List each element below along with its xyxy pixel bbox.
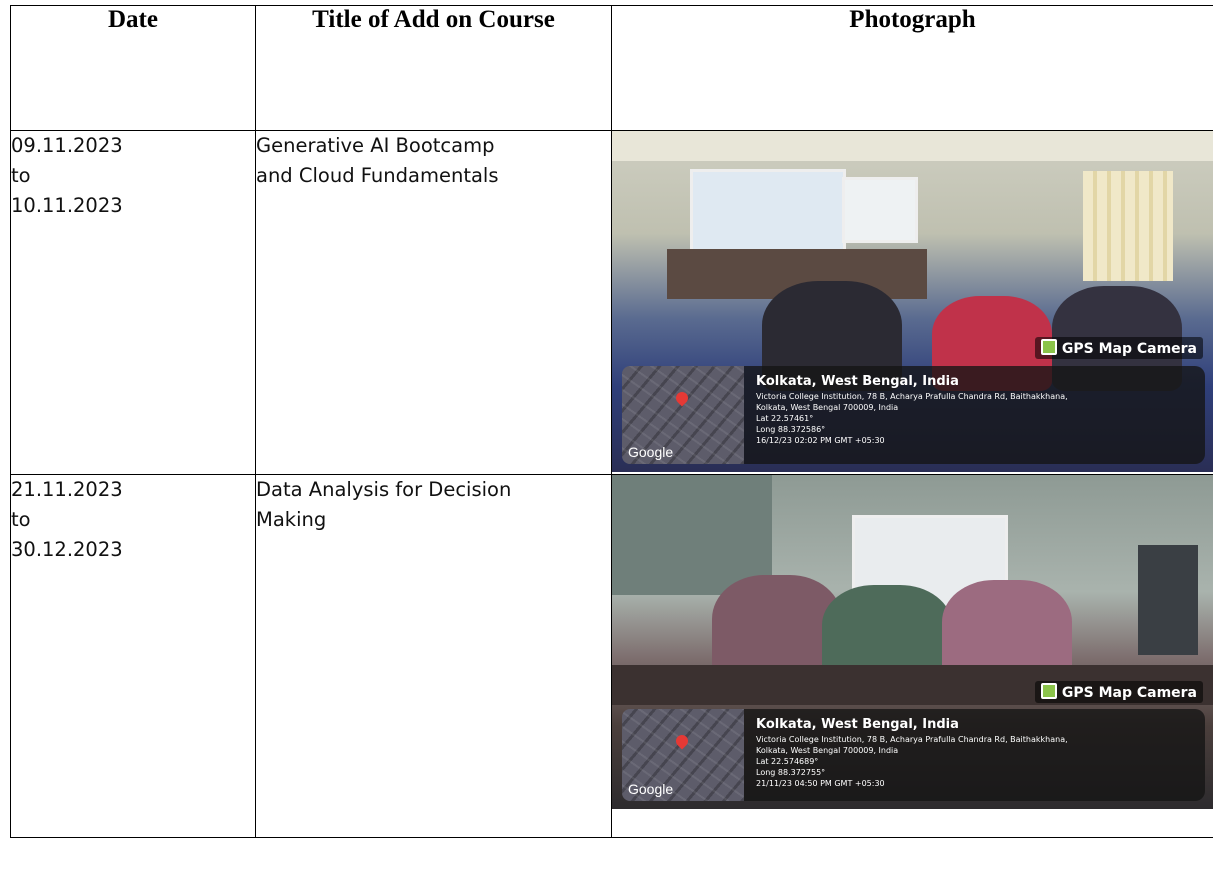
course-title-line: and Cloud Fundamentals bbox=[256, 164, 499, 187]
location-lat: Lat 22.574689° bbox=[756, 757, 819, 766]
location-address: Kolkata, West Bengal 700009, India bbox=[756, 746, 899, 755]
classroom-photograph: GPS Map Camera Google Kolkata, West Beng… bbox=[612, 131, 1213, 472]
date-end: 10.11.2023 bbox=[11, 194, 123, 217]
camera-icon bbox=[1040, 339, 1057, 355]
location-city: Kolkata, West Bengal, India bbox=[756, 717, 959, 732]
course-table: Date Title of Add on Course Photograph 0… bbox=[10, 5, 1213, 838]
gps-overlay: Google Kolkata, West Bengal, India Victo… bbox=[622, 366, 1205, 464]
table-row: 21.11.2023 to 30.12.2023 Data Analysis f… bbox=[10, 474, 1213, 838]
table-row: 09.11.2023 to 10.11.2023 Generative AI B… bbox=[10, 130, 1213, 475]
location-address: Victoria College Institution, 78 B, Acha… bbox=[756, 392, 1068, 401]
map-thumbnail: Google bbox=[622, 366, 744, 464]
header-row: Date Title of Add on Course Photograph bbox=[10, 5, 1213, 131]
photo-timestamp: 16/12/23 02:02 PM GMT +05:30 bbox=[756, 436, 885, 445]
gps-badge: GPS Map Camera bbox=[1034, 337, 1203, 359]
header-date: Date bbox=[10, 5, 256, 131]
course-title-line: Data Analysis for Decision bbox=[256, 478, 512, 501]
photo-cell: GPS Map Camera Google Kolkata, West Beng… bbox=[611, 474, 1213, 838]
title-cell: Generative AI Bootcamp and Cloud Fundame… bbox=[255, 130, 612, 475]
map-thumbnail: Google bbox=[622, 709, 744, 801]
map-google-label: Google bbox=[628, 444, 674, 460]
date-end: 30.12.2023 bbox=[11, 538, 123, 561]
location-address: Kolkata, West Bengal 700009, India bbox=[756, 403, 899, 412]
header-title: Title of Add on Course bbox=[255, 5, 612, 131]
photo-cell: GPS Map Camera Google Kolkata, West Beng… bbox=[611, 130, 1213, 475]
group-photograph: GPS Map Camera Google Kolkata, West Beng… bbox=[612, 475, 1213, 809]
photo-timestamp: 21/11/23 04:50 PM GMT +05:30 bbox=[756, 779, 885, 788]
location-lat: Lat 22.57461° bbox=[756, 414, 814, 423]
map-google-label: Google bbox=[628, 781, 674, 797]
location-address: Victoria College Institution, 78 B, Acha… bbox=[756, 735, 1068, 744]
location-long: Long 88.372755° bbox=[756, 768, 826, 777]
gps-badge-label: GPS Map Camera bbox=[1061, 341, 1197, 357]
date-start: 09.11.2023 bbox=[11, 134, 123, 157]
map-pin-icon bbox=[673, 732, 691, 750]
course-title-line: Making bbox=[256, 508, 327, 531]
location-long: Long 88.372586° bbox=[756, 425, 826, 434]
date-cell: 21.11.2023 to 30.12.2023 bbox=[10, 474, 256, 838]
gps-badge-label: GPS Map Camera bbox=[1061, 685, 1197, 701]
title-cell: Data Analysis for Decision Making bbox=[255, 474, 612, 838]
camera-icon bbox=[1040, 683, 1057, 699]
header-photograph: Photograph bbox=[611, 5, 1213, 131]
date-start: 21.11.2023 bbox=[11, 478, 123, 501]
date-cell: 09.11.2023 to 10.11.2023 bbox=[10, 130, 256, 475]
gps-overlay: Google Kolkata, West Bengal, India Victo… bbox=[622, 709, 1205, 801]
date-to: to bbox=[11, 508, 31, 531]
location-city: Kolkata, West Bengal, India bbox=[756, 374, 959, 389]
course-title-line: Generative AI Bootcamp bbox=[256, 134, 495, 157]
gps-badge: GPS Map Camera bbox=[1034, 681, 1203, 703]
map-pin-icon bbox=[673, 389, 691, 407]
date-to: to bbox=[11, 164, 31, 187]
